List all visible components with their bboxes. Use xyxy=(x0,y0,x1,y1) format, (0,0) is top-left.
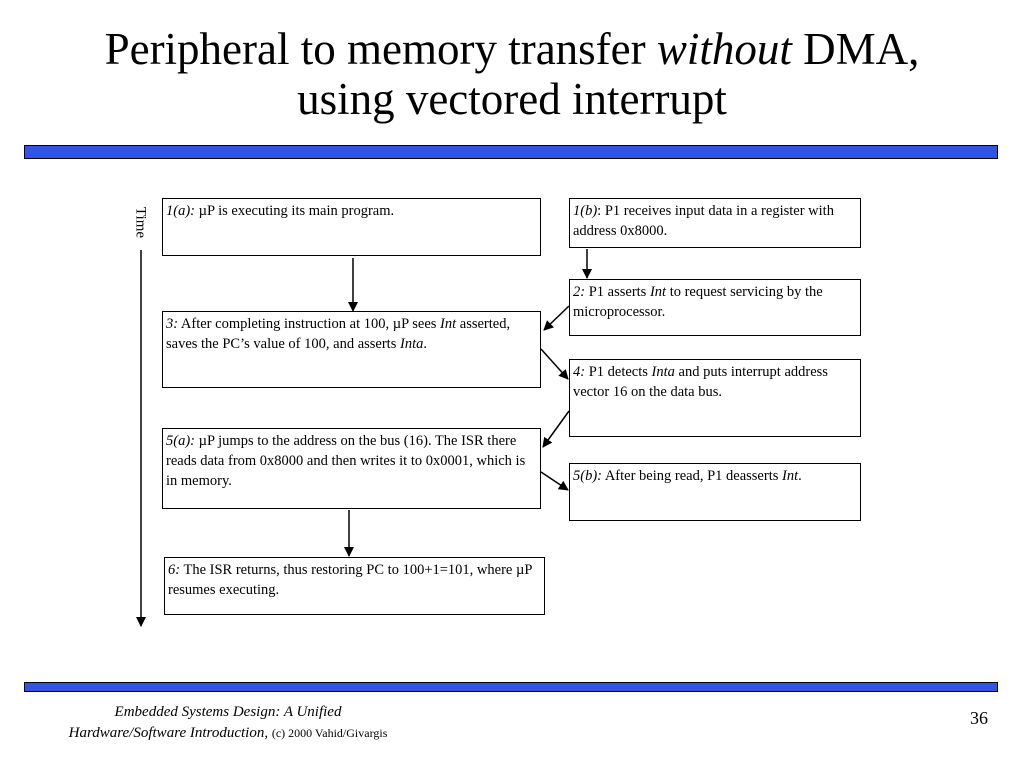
title-text-prefix: Peripheral to memory transfer xyxy=(104,24,646,74)
step-6-box: 6: The ISR returns, thus restoring PC to… xyxy=(164,557,545,615)
step-3-box: 3: After completing instruction at 100, … xyxy=(162,311,541,388)
top-accent-bar xyxy=(24,145,998,159)
step-1a-box: 1(a): µP is executing its main program. xyxy=(162,198,541,256)
arrow-2-to-3 xyxy=(543,305,570,331)
step-2-box: 2: P1 asserts Int to request servicing b… xyxy=(569,279,861,336)
step-4-text-b: and puts interrupt address vector 16 on … xyxy=(573,364,828,400)
title-line-1: Peripheral to memory transfer without DM… xyxy=(0,24,1024,74)
step-1b-box: 1(b): P1 receives input data in a regist… xyxy=(569,198,861,248)
step-1b-separator: : xyxy=(597,203,602,219)
step-3-emphasis-inta: Inta xyxy=(399,336,424,352)
arrow-5a-to-5b xyxy=(540,471,569,491)
step-5b-text-a: After being read, P1 deasserts xyxy=(604,468,779,484)
title-text-suffix: DMA, xyxy=(803,24,920,74)
step-2-text-a: P1 asserts xyxy=(588,284,647,300)
arrow-3-to-4 xyxy=(540,348,569,380)
step-1a-text: µP is executing its main program. xyxy=(198,203,395,219)
step-3-emphasis-int: Int xyxy=(440,316,457,332)
arrow-4-to-5a xyxy=(542,410,570,448)
step-4-text-a: P1 detects xyxy=(588,364,648,380)
step-2-text-b: to request servicing by the microprocess… xyxy=(573,284,823,320)
step-3-text-a: After completing instruction at 100, µP … xyxy=(180,316,437,332)
title-line-2: using vectored interrupt xyxy=(297,74,727,124)
step-5b-text-b: . xyxy=(798,468,802,484)
step-1b-label: 1(b) xyxy=(573,203,598,219)
step-5b-label: 5(b): xyxy=(573,468,602,484)
step-1a-label: 1(a): xyxy=(166,203,195,219)
step-2-emphasis: Int xyxy=(649,284,667,300)
step-6-label: 6: xyxy=(168,562,181,578)
step-3-text-c: . xyxy=(423,336,427,352)
slide-title: Peripheral to memory transfer without DM… xyxy=(0,24,1024,124)
footer-book-title-2: Hardware/Software Introduction, xyxy=(68,725,269,741)
footer-book-title-1: Embedded Systems Design: A Unified xyxy=(114,704,342,720)
title-emphasis: without xyxy=(656,24,792,74)
step-3-text-b: asserted, saves the PC’s value of 100, a… xyxy=(166,316,511,352)
step-5a-text: µP jumps to the address on the bus (16).… xyxy=(166,433,526,489)
step-4-label: 4: xyxy=(573,364,586,380)
step-5a-label: 5(a): xyxy=(166,433,195,449)
step-5b-box: 5(b): After being read, P1 deasserts Int… xyxy=(569,463,861,521)
footer-citation: Embedded Systems Design: A Unified Hardw… xyxy=(24,702,432,744)
step-2-label: 2: xyxy=(573,284,586,300)
step-4-emphasis: Inta xyxy=(651,364,675,380)
step-6-text: The ISR returns, thus restoring PC to 10… xyxy=(168,562,532,598)
bottom-accent-bar xyxy=(24,682,998,692)
step-5a-box: 5(a): µP jumps to the address on the bus… xyxy=(162,428,541,509)
footer-copyright: (c) 2000 Vahid/Givargis xyxy=(271,726,388,740)
step-1b-text: P1 receives input data in a register wit… xyxy=(573,203,834,239)
step-5b-emphasis: Int xyxy=(782,468,799,484)
time-label-text: Time xyxy=(132,206,149,239)
time-axis-label: Time xyxy=(124,202,154,242)
step-4-box: 4: P1 detects Inta and puts interrupt ad… xyxy=(569,359,861,437)
step-3-label: 3: xyxy=(166,316,179,332)
page-number: 36 xyxy=(970,708,988,728)
